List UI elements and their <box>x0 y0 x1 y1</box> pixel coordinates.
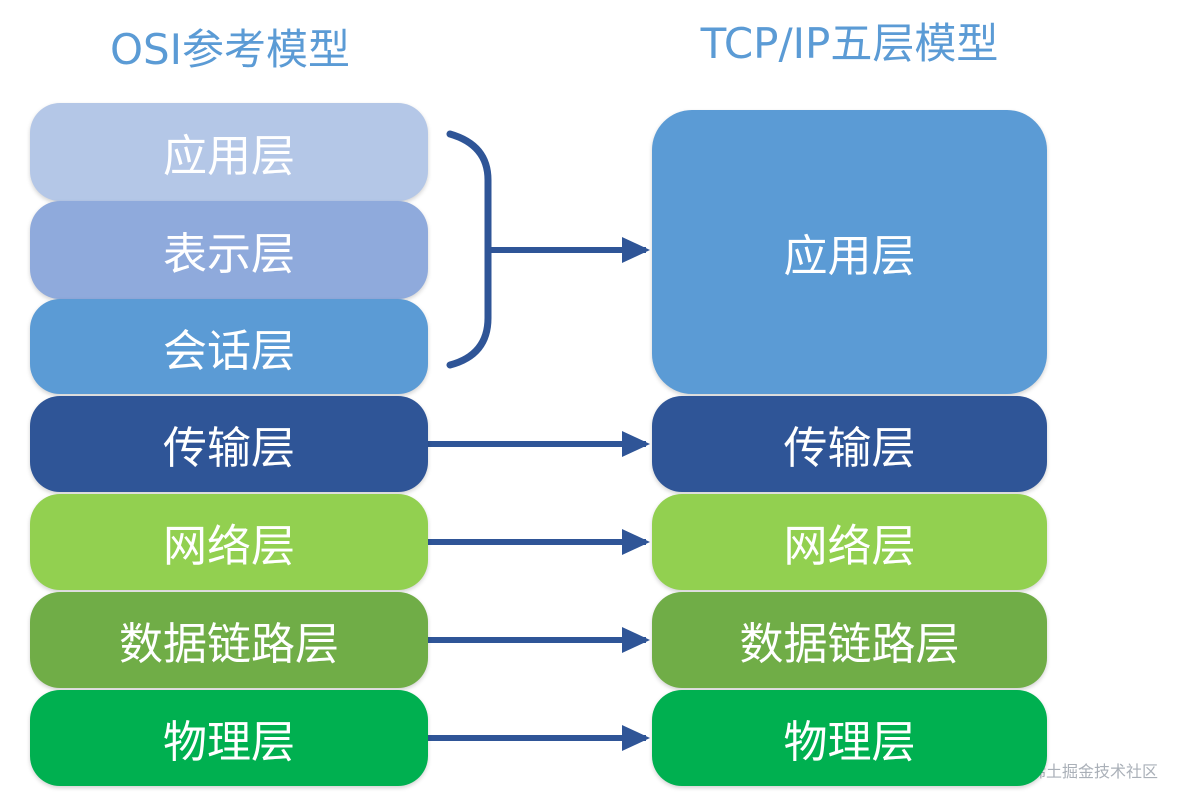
tcpip-model-title: TCP/IP五层模型 <box>700 19 999 68</box>
brace-icon <box>446 130 492 369</box>
osi-presentation-layer: 表示层 <box>30 201 428 299</box>
arrowhead-network <box>622 529 650 555</box>
arrowhead-transport <box>622 431 650 457</box>
arrowhead-application <box>622 237 650 263</box>
tcpip-data-link-layer: 数据链路层 <box>652 592 1047 688</box>
tcpip-transport-layer: 传输层 <box>652 396 1047 492</box>
arrowhead-physical <box>622 725 650 751</box>
osi-model-title: OSI参考模型 <box>109 25 351 74</box>
osi-network-layer: 网络层 <box>30 494 428 590</box>
osi-transport-layer: 传输层 <box>30 396 428 492</box>
tcpip-application-layer: 应用层 <box>652 110 1047 394</box>
tcpip-network-layer: 网络层 <box>652 494 1047 590</box>
osi-session-layer: 会话层 <box>30 299 428 394</box>
osi-application-layer: 应用层 <box>30 103 428 201</box>
osi-data-link-layer: 数据链路层 <box>30 592 428 688</box>
watermark: @稀土掘金技术社区 <box>1013 762 1158 781</box>
tcpip-physical-layer: 物理层 <box>652 690 1047 786</box>
osi-physical-layer: 物理层 <box>30 690 428 786</box>
arrowhead-data-link <box>622 627 650 653</box>
